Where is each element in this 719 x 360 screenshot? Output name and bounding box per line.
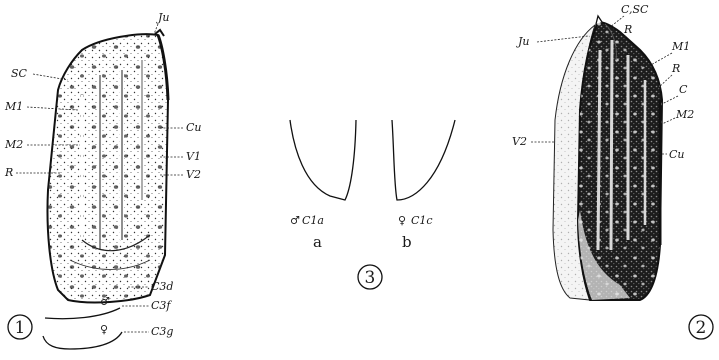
fig2-label-cu: Cu — [669, 148, 685, 161]
fig3b-female-symbol: ♀ — [398, 214, 406, 227]
fig1-label-m1: M1 — [4, 100, 23, 113]
fig1-tip-c3g — [42, 331, 123, 350]
fig1-label-c3d: C3d — [151, 280, 173, 293]
fig1-number: 1 — [15, 318, 26, 338]
fig1-label-ju: Ju — [156, 11, 170, 24]
fig1-tip-c3f — [44, 307, 121, 320]
fig3a-letter: a — [313, 233, 322, 251]
figure-2-elytron: C,SC R Ju M1 R C M2 V2 Cu 2 — [512, 3, 714, 340]
fig3a-male-symbol: ♂ — [290, 214, 300, 227]
fig1-female-symbol: ♀ — [100, 323, 108, 336]
fig2-label-r-mid: R — [671, 62, 680, 75]
fig1-label-c3g: C3g — [151, 325, 173, 338]
fig1-label-c3f: C3f — [151, 299, 172, 312]
fig3b-tip-outline — [391, 119, 456, 201]
fig1-label-r: R — [4, 166, 13, 179]
fig3b-letter: b — [402, 233, 412, 251]
fig3-number: 3 — [365, 268, 376, 288]
fig1-label-v1: V1 — [186, 150, 201, 163]
fig2-label-ju: Ju — [516, 35, 530, 48]
fig1-label-cu: Cu — [186, 121, 202, 134]
fig3a-label: C1a — [302, 214, 324, 227]
fig2-label-m2: M2 — [675, 108, 694, 121]
fig3a-tip-outline — [289, 119, 357, 201]
figure-1-elytron: Ju SC M1 M2 R Cu V1 V2 C3d ♂ C3f ♀ C3g 1 — [4, 11, 202, 350]
fig1-label-m2: M2 — [4, 138, 23, 151]
fig2-number: 2 — [696, 318, 707, 338]
fig2-label-r-top: R — [623, 23, 632, 36]
figure-3-tips: ♂ C1a a ♀ C1c b 3 — [289, 119, 456, 290]
fig1-label-sc: SC — [11, 67, 28, 80]
fig3b-label: C1c — [411, 214, 433, 227]
fig2-label-m1: M1 — [671, 40, 690, 53]
fig1-label-v2: V2 — [186, 168, 201, 181]
fig2-label-csc: C,SC — [621, 3, 649, 16]
fig1-male-symbol: ♂ — [100, 295, 110, 308]
fig2-label-v2: V2 — [512, 135, 527, 148]
fig2-label-c: C — [679, 83, 688, 96]
